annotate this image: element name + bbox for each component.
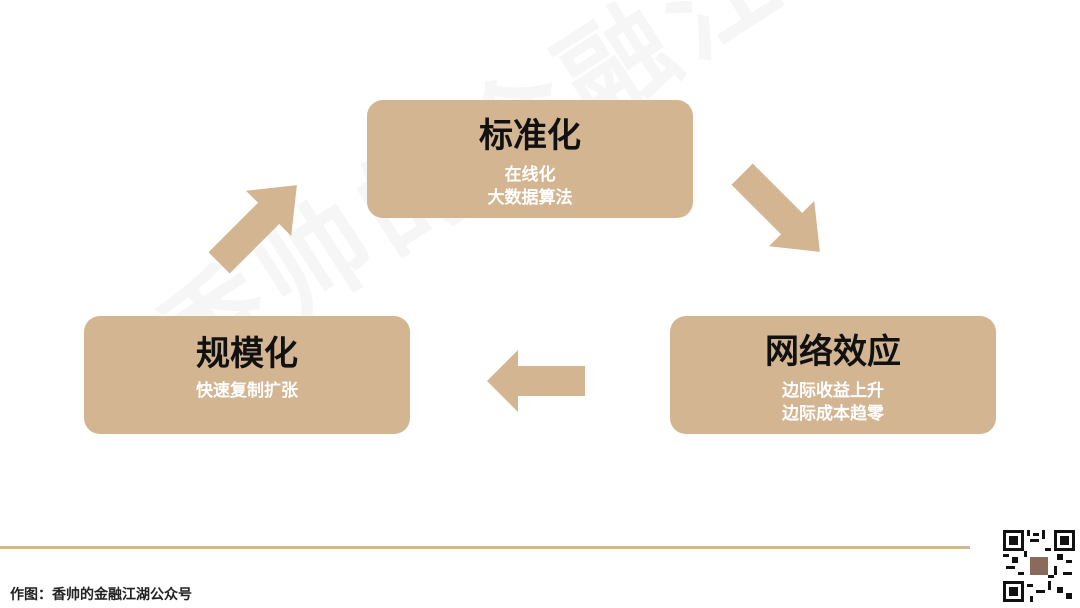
node-line: 大数据算法 (487, 188, 573, 208)
arrow-up-right-icon (208, 185, 297, 274)
divider (0, 546, 970, 549)
arrow-left-icon (487, 350, 585, 412)
node-line: 边际成本趋零 (782, 404, 884, 424)
node-title: 规模化 (196, 334, 298, 374)
arrow-down-right-icon (731, 163, 820, 252)
node-line: 快速复制扩张 (196, 381, 298, 401)
node-line: 在线化 (504, 165, 556, 185)
node-title: 标准化 (479, 116, 581, 156)
caption: 作图：香帅的金融江湖公众号 (10, 587, 192, 603)
node-standardization: 标准化 在线化 大数据算法 (367, 100, 693, 218)
node-network-effect: 网络效应 边际收益上升 边际成本趋零 (670, 316, 996, 434)
node-title: 网络效应 (765, 332, 901, 372)
node-line: 边际收益上升 (782, 381, 884, 401)
qr-code-icon (1003, 530, 1075, 602)
node-scale: 规模化 快速复制扩张 (84, 316, 410, 434)
